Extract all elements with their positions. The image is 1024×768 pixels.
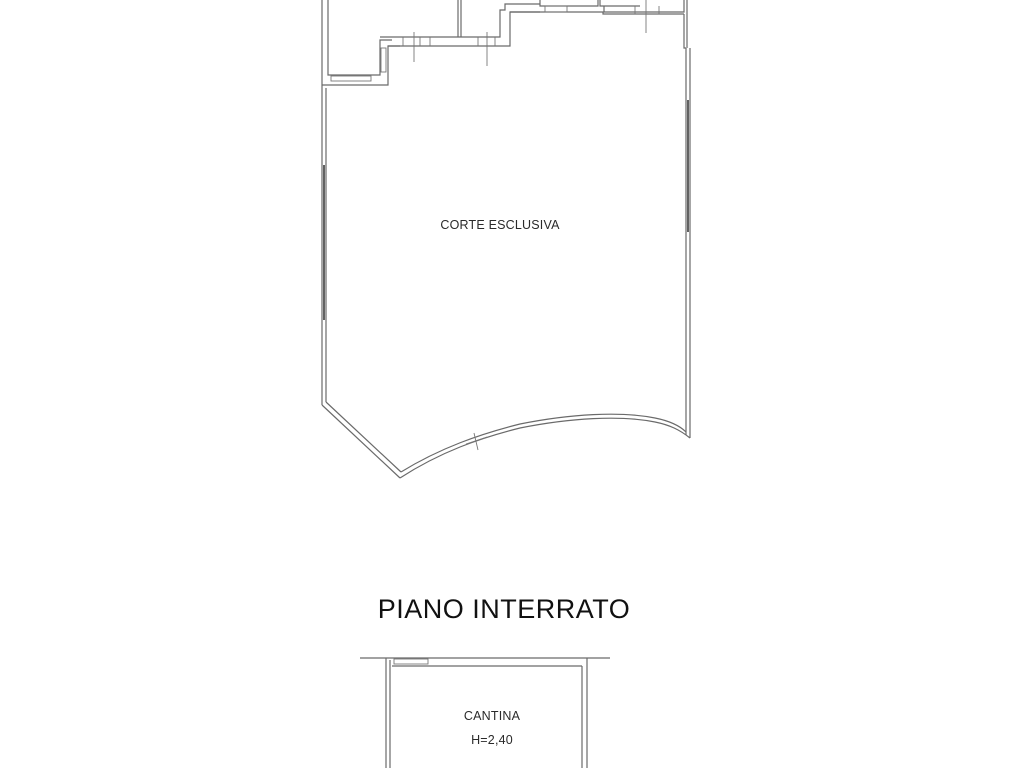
room-label-cantina: CANTINA — [463, 709, 521, 723]
room-height-label: H=2,40 — [471, 733, 513, 747]
floor-title-piano-interrato: PIANO INTERRATO — [377, 594, 631, 624]
upper-building-walls — [321, 0, 688, 86]
basement-walls — [360, 657, 610, 768]
courtyard-outline — [321, 48, 691, 479]
room-label-corte-esclusiva: CORTE ESCLUSIVA — [440, 218, 560, 232]
